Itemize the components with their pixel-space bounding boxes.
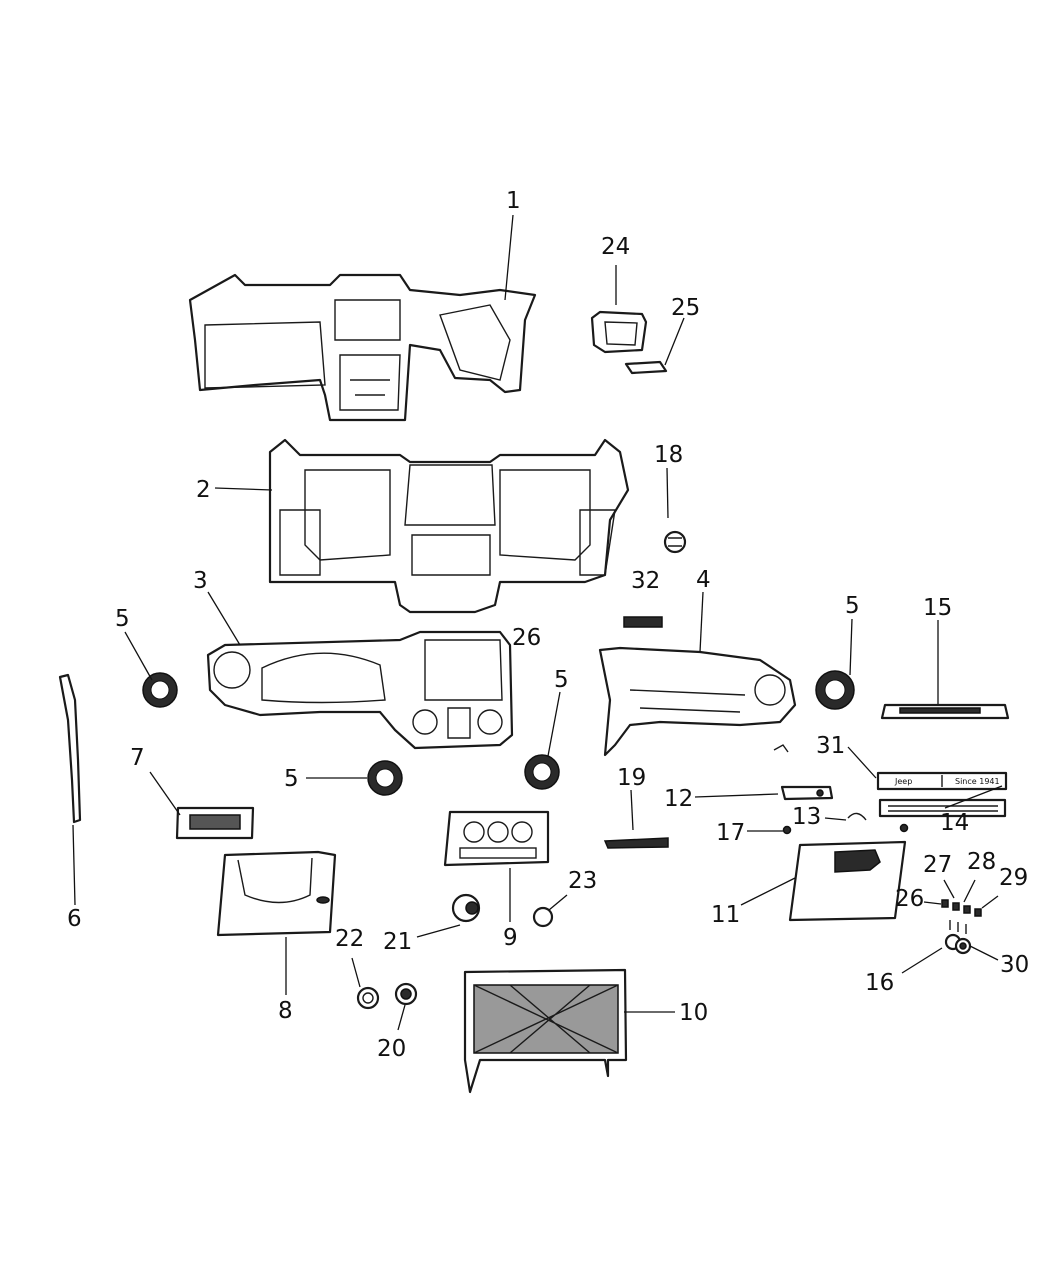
part-22-bezel-ring [356,986,380,1010]
callout-26-bottom: 26 [895,886,924,912]
part-5-vent-right [815,670,855,710]
callout-31: 31 [816,733,845,759]
callout-30: 30 [1000,952,1029,978]
part-24-duct [590,310,648,354]
callout-1: 1 [506,188,521,214]
part-23-knob [532,906,554,928]
callout-16: 16 [865,970,894,996]
part-11-glove-box-door [788,840,907,922]
callout-15: 15 [923,595,952,621]
callout-labels: 1 2 3 4 5 5 5 5 6 7 8 9 10 11 12 13 14 1… [67,188,1029,1062]
callout-8: 8 [278,998,293,1024]
callout-5-right: 5 [845,593,860,619]
part-3-cluster-bezel [206,630,514,750]
part-32-bezel-strip [623,616,663,628]
callout-5-left: 5 [115,606,130,632]
badge-left-text: Jeep [894,777,912,786]
part-7-lower-bezel [175,806,255,840]
part-20-plug [394,982,418,1006]
part-9-center-stack [443,810,550,867]
part-18-knob [663,530,687,554]
part-2-dash-panel [268,438,630,614]
part-6-side-trim [58,673,82,824]
callout-29: 29 [999,865,1028,891]
part-19-trim [603,837,669,849]
callout-20: 20 [377,1036,406,1062]
callout-13: 13 [792,804,821,830]
callout-9: 9 [503,925,518,951]
callout-7: 7 [130,745,145,771]
part-14-trim-plate [878,798,1007,818]
leader-lines [72,214,1003,1031]
callout-2: 2 [196,477,211,503]
part-13-clip [847,812,867,821]
part-5-vent-left [142,672,178,708]
part-1-dash-frame [188,273,537,422]
callout-25: 25 [671,295,700,321]
part-12-switch [780,785,834,801]
part-4-passenger-bezel [598,646,797,757]
callout-26-top: 26 [512,625,541,651]
part-small-clip [773,744,789,753]
part-10-storage-net [463,968,628,1094]
part-5-vent-center-right [524,754,560,790]
part-21-outlet [451,893,481,923]
part-15-grab-handle [880,703,1010,720]
part-31-badge: Jeep Since 1941 [876,771,1008,791]
part-25-bracket [624,360,668,375]
callout-4: 4 [696,567,711,593]
badge-right-text: Since 1941 [955,777,1000,786]
callout-24: 24 [601,234,630,260]
callout-12: 12 [664,786,693,812]
callout-5-center-left: 5 [284,766,299,792]
callout-32: 32 [631,568,660,594]
callout-27: 27 [923,852,952,878]
callout-19: 19 [617,765,646,791]
part-5-vent-center-left [367,760,403,796]
callout-18: 18 [654,442,683,468]
callout-10: 10 [679,1000,708,1026]
callout-5-center-right: 5 [554,667,569,693]
callout-14: 14 [940,810,969,836]
part-17-nut [782,823,909,835]
callout-17: 17 [716,820,745,846]
part-26-29-switch-set [941,899,982,934]
callout-23: 23 [568,868,597,894]
callout-28: 28 [967,849,996,875]
part-8-knee-panel [216,850,337,937]
callout-21: 21 [383,929,412,955]
part-16-30-lock-cylinder [944,933,972,955]
callout-3: 3 [193,568,208,594]
callout-11: 11 [711,902,740,928]
callout-22: 22 [335,926,364,952]
callout-6: 6 [67,906,82,932]
